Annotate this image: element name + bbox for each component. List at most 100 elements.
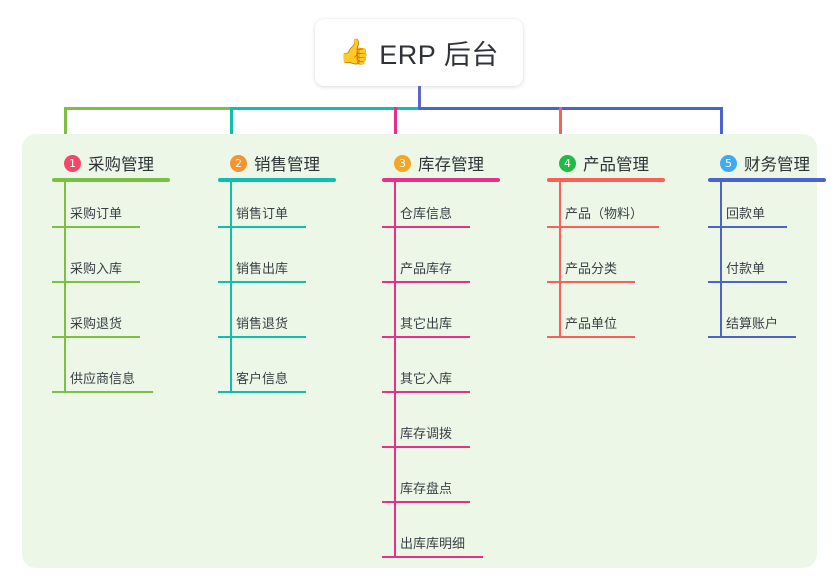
- branch-drop-1: [64, 107, 67, 150]
- module-trunk-line: [230, 180, 232, 393]
- module-item[interactable]: 仓库信息: [382, 192, 470, 228]
- module-item-label: 产品库存: [400, 261, 453, 276]
- module-item-rule: [52, 336, 140, 338]
- module-trunk-line: [394, 180, 396, 558]
- bus-segment-1: [64, 107, 233, 110]
- module-item-rule: [708, 226, 787, 228]
- module-item[interactable]: 付款单: [708, 247, 787, 283]
- module-item[interactable]: 结算账户: [708, 302, 796, 338]
- module-item-label: 回款单: [726, 206, 766, 221]
- module-item-label: 付款单: [726, 261, 766, 276]
- module-item-label: 库存盘点: [400, 481, 453, 496]
- module-item[interactable]: 采购订单: [52, 192, 140, 228]
- module-item[interactable]: 采购退货: [52, 302, 140, 338]
- module-title: 产品管理: [583, 156, 649, 174]
- module-item-label: 采购订单: [70, 206, 123, 221]
- module-item-rule: [218, 281, 306, 283]
- module-header-rule: [52, 178, 170, 182]
- branch-drop-5: [720, 107, 723, 150]
- module-header-rule: [218, 178, 336, 182]
- bus-segment-2: [230, 107, 421, 110]
- module-item-label: 其它出库: [400, 316, 453, 331]
- module-item-rule: [382, 556, 483, 558]
- branch-drop-2: [230, 107, 233, 150]
- module-item-label: 出库库明细: [400, 536, 466, 551]
- branch-drop-4: [559, 107, 562, 150]
- module-header-2[interactable]: 2 销售管理: [218, 148, 320, 178]
- module-item[interactable]: 产品（物料）: [547, 192, 659, 228]
- module-trunk-line: [559, 180, 561, 338]
- module-item-rule: [382, 281, 470, 283]
- module-title: 采购管理: [88, 156, 154, 174]
- bus-segment-3: [418, 107, 723, 110]
- module-trunk-line: [720, 180, 722, 338]
- module-item[interactable]: 客户信息: [218, 357, 306, 393]
- module-item-label: 销售订单: [236, 206, 289, 221]
- module-header-rule: [547, 178, 665, 182]
- module-title: 销售管理: [254, 156, 320, 174]
- module-item-rule: [382, 226, 470, 228]
- module-item-label: 产品（物料）: [565, 206, 644, 221]
- module-number-badge: 4: [559, 154, 576, 172]
- module-item-label: 供应商信息: [70, 371, 136, 386]
- module-item-rule: [708, 281, 787, 283]
- module-item-label: 销售退货: [236, 316, 289, 331]
- module-item[interactable]: 供应商信息: [52, 357, 153, 393]
- module-number-badge: 5: [720, 154, 737, 172]
- module-header-3[interactable]: 3 库存管理: [382, 148, 484, 178]
- module-item-label: 产品分类: [565, 261, 618, 276]
- module-item-rule: [52, 226, 140, 228]
- module-item-rule: [382, 391, 470, 393]
- modules-panel: 1 采购管理采购订单采购入库采购退货供应商信息 2 销售管理销售订单销售出库销售退货客…: [22, 134, 826, 568]
- module-item-rule: [382, 336, 470, 338]
- module-item-label: 产品单位: [565, 316, 618, 331]
- module-item-rule: [547, 281, 635, 283]
- module-number-badge: 3: [394, 154, 411, 172]
- module-item-rule: [382, 446, 470, 448]
- module-number-badge: 2: [230, 154, 247, 172]
- module-item-rule: [218, 391, 306, 393]
- module-header-4[interactable]: 4 产品管理: [547, 148, 649, 178]
- module-item[interactable]: 销售订单: [218, 192, 306, 228]
- module-item[interactable]: 销售出库: [218, 247, 306, 283]
- module-item[interactable]: 产品库存: [382, 247, 470, 283]
- module-item[interactable]: 产品单位: [547, 302, 635, 338]
- module-item[interactable]: 其它出库: [382, 302, 470, 338]
- module-item[interactable]: 其它入库: [382, 357, 470, 393]
- module-item[interactable]: 出库库明细: [382, 522, 483, 558]
- module-item-rule: [52, 391, 153, 393]
- module-item-rule: [382, 501, 470, 503]
- module-item-rule: [52, 281, 140, 283]
- module-item[interactable]: 产品分类: [547, 247, 635, 283]
- module-item-label: 结算账户: [726, 316, 779, 331]
- module-item[interactable]: 库存调拨: [382, 412, 470, 448]
- module-item-rule: [708, 336, 796, 338]
- module-item[interactable]: 库存盘点: [382, 467, 470, 503]
- module-item[interactable]: 销售退货: [218, 302, 306, 338]
- page-title: ERP 后台: [379, 40, 499, 70]
- module-header-1[interactable]: 1 采购管理: [52, 148, 154, 178]
- module-item[interactable]: 回款单: [708, 192, 787, 228]
- root-stem-line: [418, 86, 421, 110]
- module-header-5[interactable]: 5 财务管理: [708, 148, 810, 178]
- module-number-badge: 1: [64, 154, 81, 172]
- module-item-label: 其它入库: [400, 371, 453, 386]
- module-item-label: 库存调拨: [400, 426, 453, 441]
- module-item-label: 采购退货: [70, 316, 123, 331]
- thumbs-up-icon: 👍: [339, 38, 371, 66]
- module-item-label: 客户信息: [236, 371, 289, 386]
- module-item-rule: [547, 336, 635, 338]
- module-title: 财务管理: [744, 156, 810, 174]
- module-item-label: 销售出库: [236, 261, 289, 276]
- module-header-rule: [708, 178, 826, 182]
- module-item[interactable]: 采购入库: [52, 247, 140, 283]
- root-node-card[interactable]: 👍 ERP 后台: [315, 19, 523, 86]
- module-item-rule: [218, 226, 306, 228]
- module-title: 库存管理: [418, 156, 484, 174]
- module-item-rule: [547, 226, 659, 228]
- module-header-rule: [382, 178, 500, 182]
- module-item-label: 仓库信息: [400, 206, 453, 221]
- module-item-rule: [218, 336, 306, 338]
- module-item-label: 采购入库: [70, 261, 123, 276]
